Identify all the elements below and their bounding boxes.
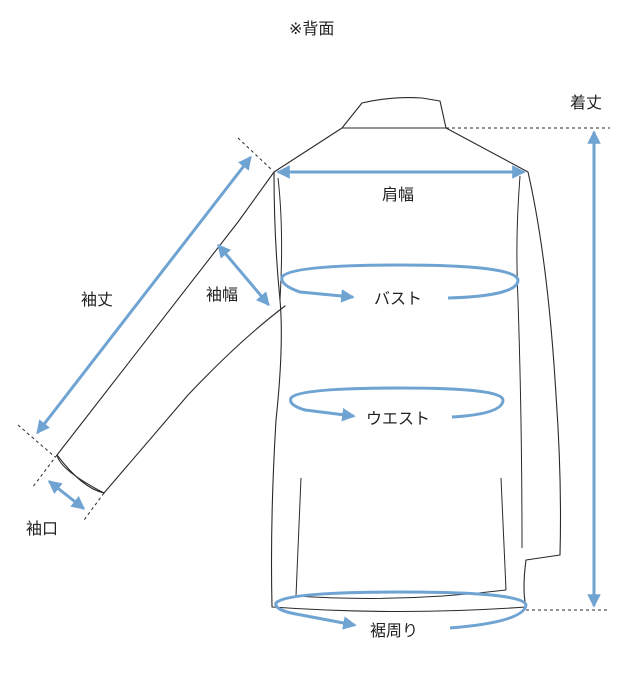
bust-loop (280, 263, 520, 300)
bust-arrow (298, 289, 355, 303)
shoulder-width-label: 肩幅 (382, 185, 415, 204)
hem-label: 裾周り (370, 621, 419, 640)
sleeve-width-arrow (217, 243, 270, 307)
guide-lines (17, 127, 610, 611)
measurement-lines (36, 130, 601, 630)
waist-label: ウエスト (366, 409, 431, 428)
jacket-outline (56, 97, 562, 613)
sleeve-length-label: 袖丈 (81, 290, 114, 309)
total-length-label: 着丈 (570, 93, 603, 112)
hem-arrow (294, 612, 357, 630)
hem-loop (274, 590, 528, 630)
cuff-arrow (47, 480, 86, 510)
view-label: ※背面 (289, 19, 335, 38)
cuff-label: 袖口 (26, 519, 59, 538)
sleeve-width-label: 袖幅 (206, 285, 239, 304)
sleeve-length-arrow (36, 155, 252, 435)
bust-label: バスト (374, 289, 423, 308)
waist-arrow (303, 407, 356, 422)
waist-loop (289, 386, 505, 419)
